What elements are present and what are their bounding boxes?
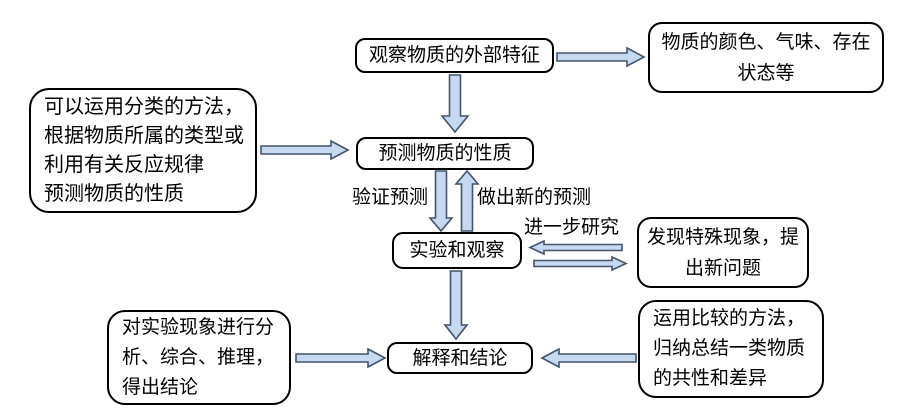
arrow-observe-to-predict-icon: [440, 74, 470, 134]
node-analyze-reason: 对实验现象进行分 析、综合、推理， 得出结论: [107, 310, 291, 405]
node-classification-method-line4: 预测物质的性质: [44, 182, 184, 205]
node-classification-method-line2: 根据物质所属的类型或: [44, 124, 244, 147]
node-compare-method-line3: 的共性和差异: [653, 368, 768, 389]
node-explain-conclude-label: 解释和结论: [412, 347, 508, 369]
arrow-analyze-to-conclusion-icon: [295, 347, 387, 369]
node-experiment-observe: 实验和观察: [392, 232, 522, 269]
arrow-method-to-predict-icon: [260, 139, 350, 161]
node-analyze-reason-line2: 析、综合、推理，: [122, 346, 275, 368]
node-classification-method: 可以运用分类的方法， 根据物质所属的类型或 利用有关反应规律 预测物质的性质: [29, 88, 257, 213]
node-explain-conclude: 解释和结论: [387, 342, 533, 374]
edge-label-make-new-prediction: 做出新的预测: [477, 187, 592, 208]
node-compare-method: 运用比较的方法， 归纳总结一类物质 的共性和差异: [638, 300, 824, 398]
node-classification-method-line1: 可以运用分类的方法，: [44, 95, 244, 118]
arrow-observe-to-features-icon: [556, 46, 646, 68]
node-color-smell-state-line1: 物质的颜色、气味、存在: [661, 31, 871, 53]
edge-label-verify-prediction: 验证预测: [352, 187, 429, 208]
node-color-smell-state: 物质的颜色、气味、存在 状态等: [648, 22, 884, 93]
node-color-smell-state-line2: 状态等: [737, 62, 795, 84]
node-analyze-reason-line1: 对实验现象进行分: [122, 316, 275, 338]
node-compare-method-line2: 归纳总结一类物质: [653, 338, 806, 359]
arrow-verify-prediction-down-icon: [428, 170, 454, 233]
node-observe-label: 观察物质的外部特征: [368, 45, 540, 66]
node-discover-phenomena-line2: 出新问题: [684, 257, 761, 279]
node-classification-method-line3: 利用有关反应规律: [44, 153, 204, 176]
arrow-new-prediction-up-icon: [454, 169, 480, 232]
node-compare-method-line1: 运用比较的方法，: [653, 308, 806, 329]
node-experiment-observe-label: 实验和观察: [409, 240, 505, 261]
edge-label-further-study: 进一步研究: [524, 217, 620, 238]
node-discover-phenomena: 发现特殊现象，提 出新问题: [637, 217, 809, 288]
node-predict-properties-label: 预测物质的性质: [378, 143, 512, 164]
node-discover-phenomena-line1: 发现特殊现象，提: [646, 226, 799, 248]
node-predict-properties: 预测物质的性质: [356, 137, 534, 170]
arrow-compare-to-conclusion-icon: [540, 347, 637, 369]
node-observe-external-features: 观察物质的外部特征: [355, 38, 554, 73]
arrow-experiment-to-conclusion-icon: [443, 270, 469, 341]
node-analyze-reason-line3: 得出结论: [122, 376, 199, 398]
arrow-experiment-to-discover-icon: [533, 255, 628, 272]
arrow-discover-to-experiment-icon: [528, 239, 623, 256]
